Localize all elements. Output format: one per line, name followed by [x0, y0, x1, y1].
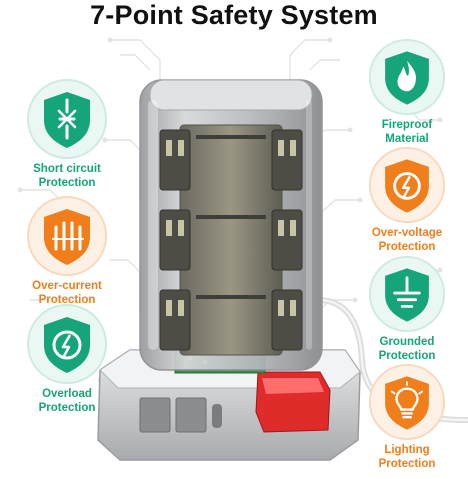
- feature-label-line2: Protection: [378, 457, 436, 470]
- feature-label-line1: Fireproof: [381, 119, 433, 131]
- feature-label-line2: Material: [385, 132, 429, 145]
- feature-label-line2: Protection: [378, 349, 436, 362]
- feature-label-line2: Protection: [378, 240, 436, 253]
- overload-icon: [27, 304, 107, 384]
- feature-label-line1: Grounded: [379, 336, 435, 348]
- feature-over-voltage: Over-voltage Protection: [352, 146, 462, 254]
- ground-icon: [368, 255, 446, 333]
- feature-overload: Overload Protection: [12, 303, 122, 415]
- feature-label-line2: Protection: [38, 176, 96, 189]
- feature-grounded: Grounded Protection: [352, 255, 462, 363]
- short-circuit-icon: [27, 79, 107, 159]
- fire-icon: [368, 38, 446, 116]
- feature-label-line1: Short circuit: [33, 163, 101, 175]
- feature-short-circuit: Short circuit Protection: [12, 78, 122, 190]
- feature-label-line1: Over-voltage: [371, 227, 443, 239]
- feature-label-line1: Over-current: [32, 280, 102, 292]
- feature-over-current: Over-current Protection: [12, 195, 122, 307]
- feature-label-line2: Protection: [38, 293, 96, 306]
- feature-label-line1: Lighting: [384, 444, 430, 456]
- lightbulb-icon: [368, 363, 446, 441]
- feature-label-line2: Protection: [38, 401, 96, 414]
- feature-label-line1: Overload: [42, 388, 92, 400]
- over-current-icon: [27, 196, 107, 276]
- feature-lighting: Lighting Protection: [352, 363, 462, 471]
- feature-fireproof: Fireproof Material: [352, 38, 462, 146]
- over-voltage-icon: [368, 146, 446, 224]
- page-title: 7-Point Safety System: [90, 0, 378, 30]
